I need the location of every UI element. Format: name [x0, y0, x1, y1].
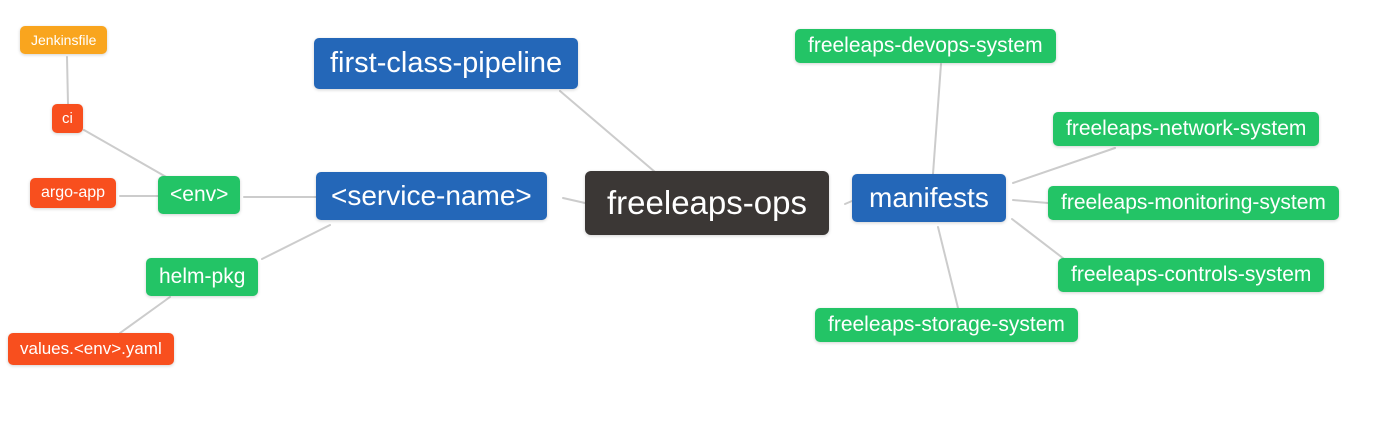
edge-manifests-controls-system: [1011, 218, 1069, 263]
edge-manifests-storage-system: [937, 226, 959, 309]
node-manifests[interactable]: manifests: [852, 174, 1006, 223]
node-freeleaps-network-system[interactable]: freeleaps-network-system: [1053, 112, 1320, 147]
node-freeleaps-monitoring-system[interactable]: freeleaps-monitoring-system: [1048, 186, 1339, 221]
edge-manifests-devops-system: [932, 63, 942, 175]
edge-ci-env: [83, 129, 169, 179]
node-freeleaps-ops[interactable]: freeleaps-ops: [585, 171, 829, 235]
node-freeleaps-devops-system[interactable]: freeleaps-devops-system: [795, 29, 1056, 64]
node-env[interactable]: <env>: [158, 176, 241, 215]
node-freeleaps-storage-system[interactable]: freeleaps-storage-system: [815, 308, 1078, 343]
edge-service-name-helm-pkg: [261, 224, 331, 260]
edge-manifests-monitoring-system: [1012, 199, 1049, 204]
node-ci[interactable]: ci: [52, 104, 83, 134]
edge-helm-pkg-values-env-yaml: [119, 296, 171, 334]
node-jenkinsfile[interactable]: Jenkinsfile: [20, 26, 108, 55]
edge-manifests-network-system: [1012, 147, 1116, 184]
node-helm-pkg[interactable]: helm-pkg: [146, 258, 259, 297]
edge-service-name-freeleaps-ops: [562, 197, 586, 204]
edge-first-class-pipeline-freeleaps-ops: [559, 90, 656, 173]
node-argo-app[interactable]: argo-app: [30, 178, 117, 209]
edge-jenkinsfile-ci: [66, 56, 69, 105]
node-values-env-yaml[interactable]: values.<env>.yaml: [8, 333, 174, 365]
node-service-name[interactable]: <service-name>: [316, 172, 547, 221]
node-first-class-pipeline[interactable]: first-class-pipeline: [314, 38, 579, 90]
edge-freeleaps-ops-manifests: [844, 200, 853, 205]
node-freeleaps-controls-system[interactable]: freeleaps-controls-system: [1058, 258, 1325, 293]
